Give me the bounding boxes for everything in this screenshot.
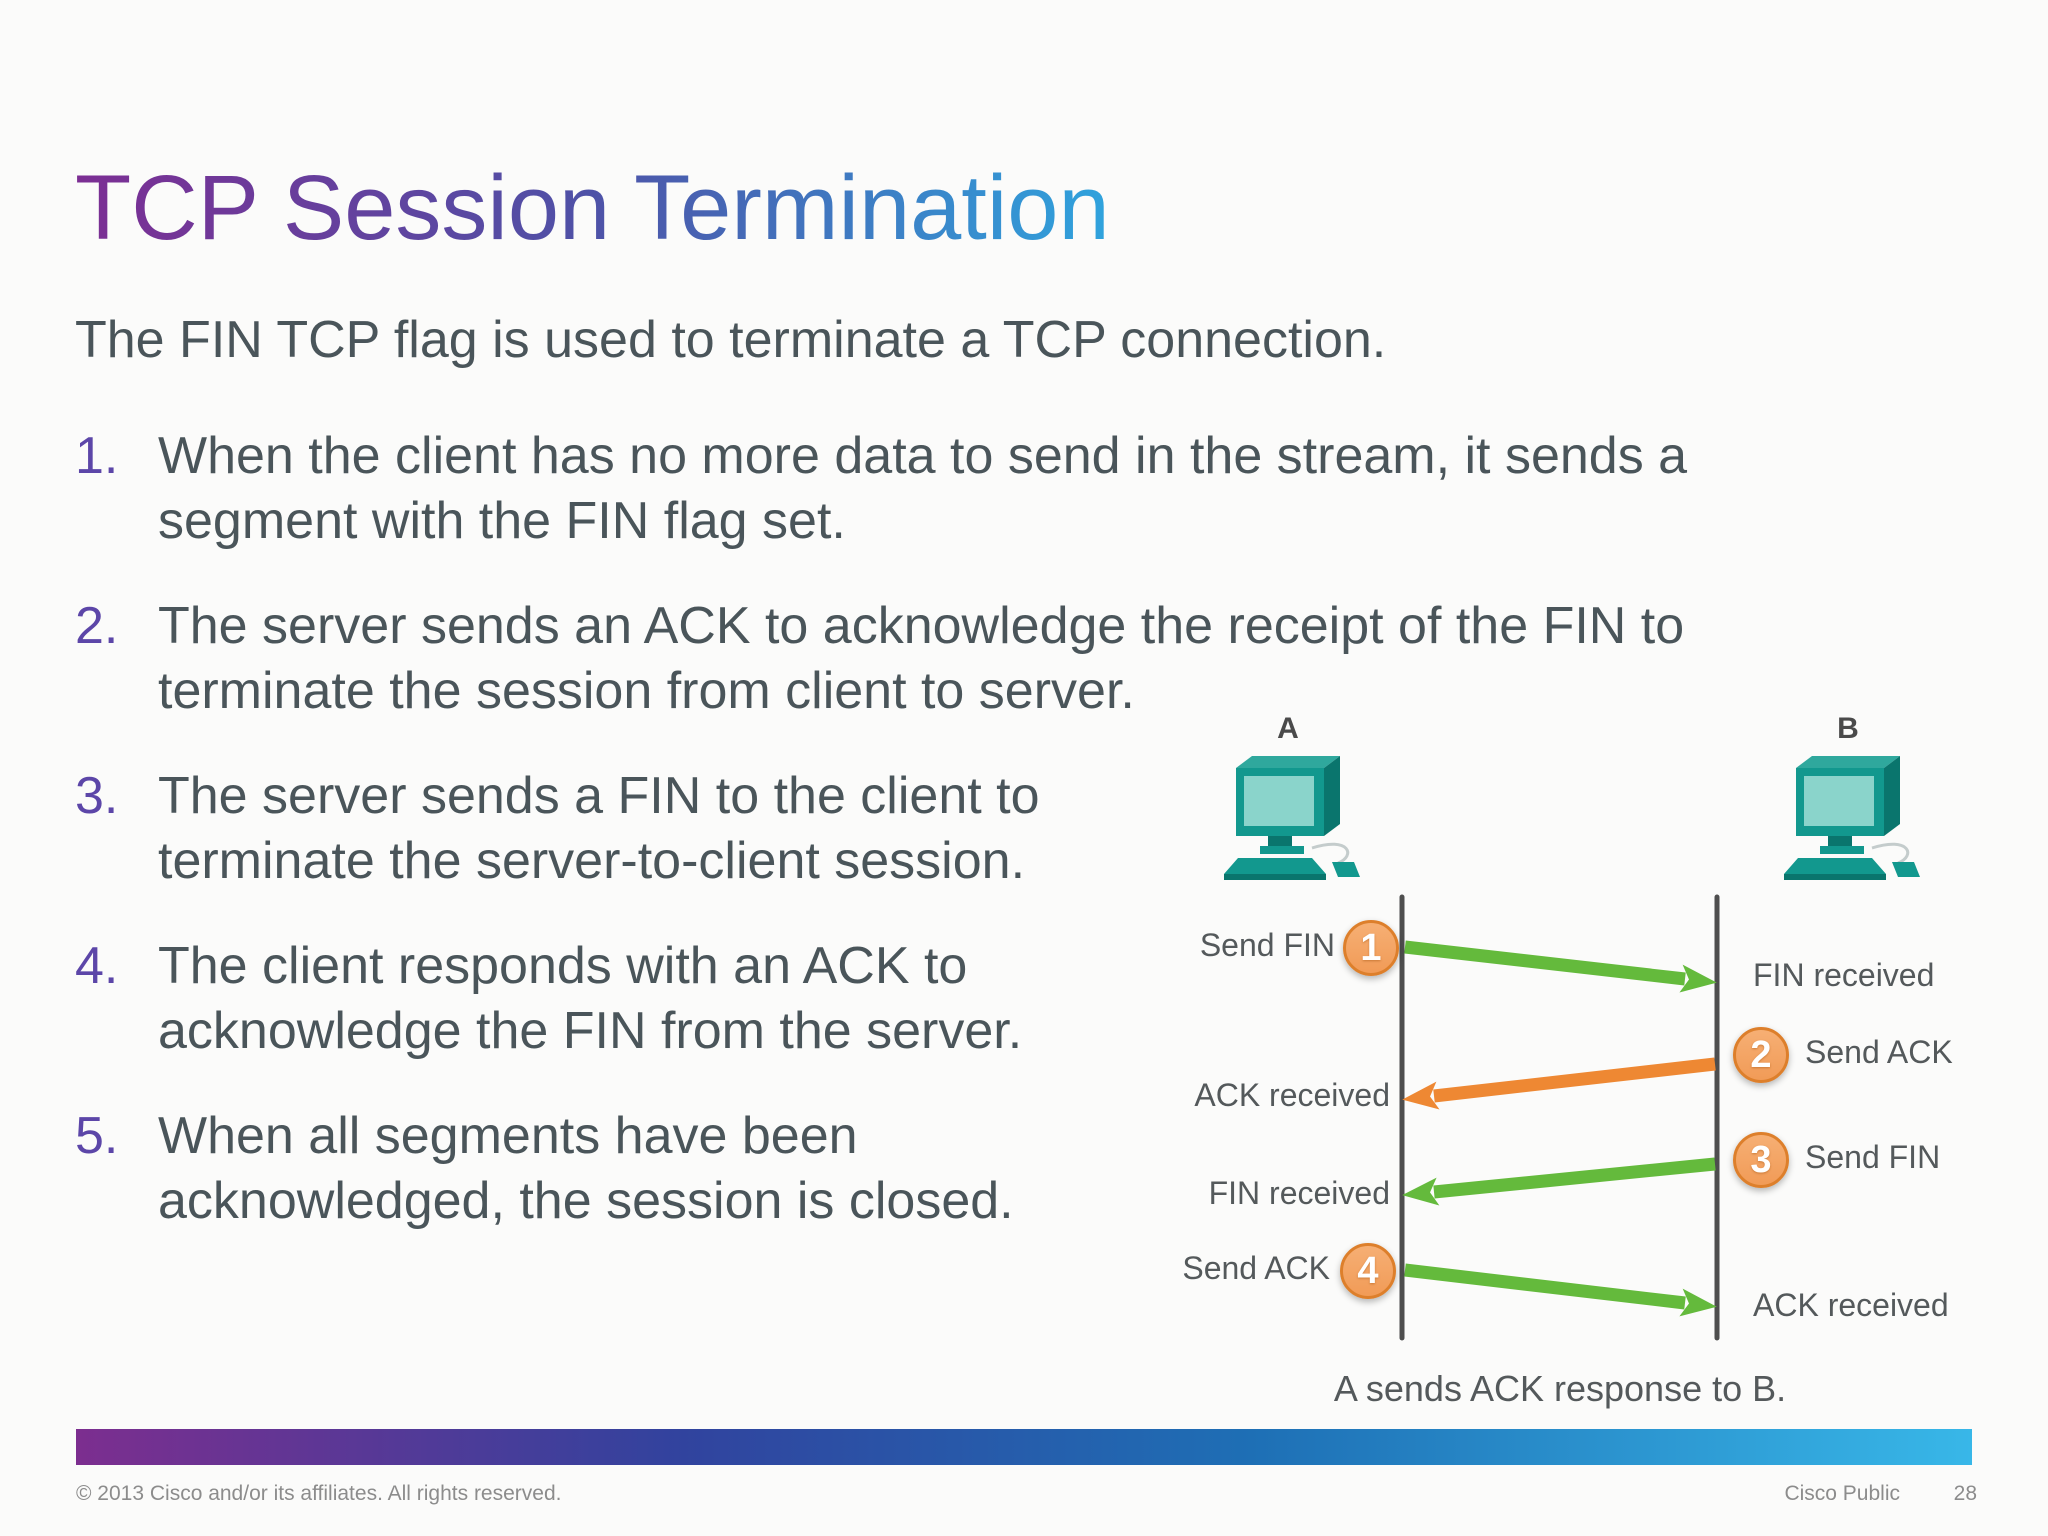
arrow-step1-send-fin [1404,940,1717,993]
footer-copyright: © 2013 Cisco and/or its affiliates. All … [76,1482,562,1505]
host-a-label: A [1277,712,1299,745]
step-2-badge: 2 [1733,1027,1789,1083]
list-item-text: The server sends an ACK to acknowledge t… [158,597,1685,720]
step-2-recv-label: ACK received [1194,1077,1390,1113]
list-item-text: When the client has no more data to send… [158,427,1688,550]
list-item: 3. The server sends a FIN to the client … [75,764,1955,894]
step-4-send-label: Send ACK [1182,1250,1330,1286]
list-item-text: The client responds with an ACK to ackno… [158,937,1023,1060]
list-item: 2. The server sends an ACK to acknowledg… [75,594,1955,724]
points-list: 1. When the client has no more data to s… [75,424,1955,1274]
computer-icon [1224,756,1360,880]
list-item-number: 1. [75,427,119,485]
footer-gradient-bar [76,1429,1972,1465]
diagram-caption: A sends ACK response to B. [1333,1368,1787,1409]
list-item: 5. When all segments have been acknowled… [75,1104,1955,1234]
computer-icon [1784,756,1920,880]
arrow-step2-send-ack [1402,1057,1716,1110]
host-b: B [1748,712,1948,895]
list-item-number: 4. [75,937,119,995]
arrow-step3-send-fin [1402,1157,1716,1206]
step-1-badge: 1 [1343,920,1399,976]
list-item: 1. When the client has no more data to s… [75,424,1955,554]
list-item: 4. The client responds with an ACK to ac… [75,934,1955,1064]
intro-text: The FIN TCP flag is used to terminate a … [75,311,1387,369]
tcp-termination-diagram: A B [1100,700,2048,1420]
list-item-text: The server sends a FIN to the client to … [158,767,1040,890]
step-3-badge: 3 [1733,1132,1789,1188]
step-3-recv-label: FIN received [1208,1175,1390,1211]
list-item-text: When all segments have been acknowledged… [158,1107,1014,1230]
footer-page-number: 28 [1953,1482,1977,1505]
step-3-send-label: Send FIN [1805,1139,1941,1175]
arrow-step4-send-ack [1404,1263,1717,1317]
host-a: A [1188,712,1388,895]
list-item-number: 3. [75,767,119,825]
footer-classification: Cisco Public [1784,1482,1900,1505]
step-2-send-label: Send ACK [1805,1034,1953,1070]
page-title: TCP Session Termination [75,157,1110,259]
step-4-badge: 4 [1340,1243,1396,1299]
list-item-number: 2. [75,597,119,655]
step-1-recv-label: FIN received [1753,957,1935,993]
list-item-number: 5. [75,1107,119,1165]
sequence-canvas [1399,894,1720,1341]
step-1-send-label: Send FIN [1199,927,1335,963]
step-4-recv-label: ACK received [1753,1287,1949,1323]
host-b-label: B [1837,712,1859,745]
